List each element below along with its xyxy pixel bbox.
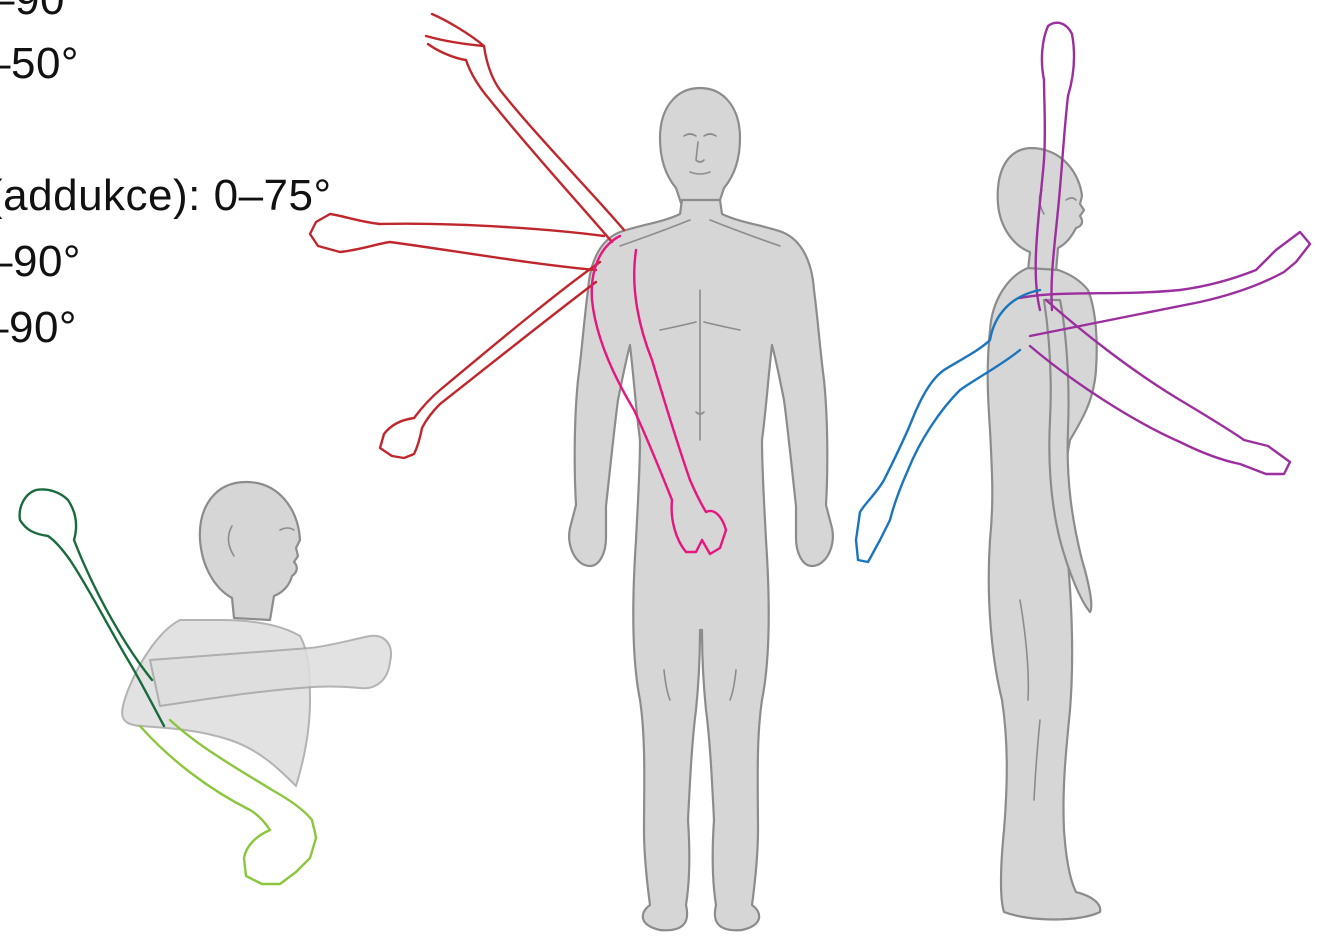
flexion-arm-overhead bbox=[1034, 21, 1076, 312]
side-eye bbox=[1065, 197, 1077, 201]
front-mouth bbox=[689, 171, 711, 175]
rotation-figure bbox=[121, 480, 392, 787]
motion-range-label-1: –90° bbox=[0, 0, 83, 22]
motion-range-label-3: (addukce): 0–75° bbox=[0, 171, 332, 220]
front-clavicles bbox=[619, 219, 781, 247]
front-eyes bbox=[683, 133, 717, 137]
side-head bbox=[996, 146, 1086, 274]
abduction-arm-high bbox=[424, 12, 626, 244]
abduction-arm-horizontal bbox=[308, 212, 606, 272]
motion-arms bbox=[18, 12, 1312, 886]
side-view-figure bbox=[986, 146, 1102, 921]
flexion-arm-forward bbox=[1018, 230, 1312, 338]
front-head bbox=[658, 86, 742, 208]
front-knees bbox=[663, 669, 737, 701]
rotation-arm-raised bbox=[18, 488, 166, 728]
motion-range-label-5: –90° bbox=[0, 303, 78, 352]
rotation-reference-arm bbox=[149, 634, 392, 707]
motion-range-label-2: –50° bbox=[0, 39, 80, 88]
side-rest-arm bbox=[1042, 298, 1093, 614]
side-leg-lines bbox=[1019, 599, 1041, 801]
extension-arm bbox=[854, 288, 1042, 564]
abduction-arm-low bbox=[378, 260, 602, 460]
adduction-arm bbox=[590, 234, 728, 556]
flexion-arm-low bbox=[1028, 298, 1292, 476]
rotation-eye bbox=[279, 527, 295, 531]
front-chest-lines bbox=[659, 321, 741, 331]
front-torso bbox=[568, 198, 834, 932]
front-navel bbox=[695, 411, 705, 415]
front-nose bbox=[695, 141, 705, 163]
rotation-arm-lowered bbox=[138, 718, 318, 886]
rotation-ear bbox=[227, 525, 235, 557]
front-view-figure bbox=[568, 86, 834, 932]
motion-range-label-4: –90° bbox=[0, 237, 82, 286]
side-torso bbox=[986, 266, 1102, 921]
rotation-torso bbox=[121, 619, 311, 787]
rotation-head bbox=[198, 480, 302, 622]
